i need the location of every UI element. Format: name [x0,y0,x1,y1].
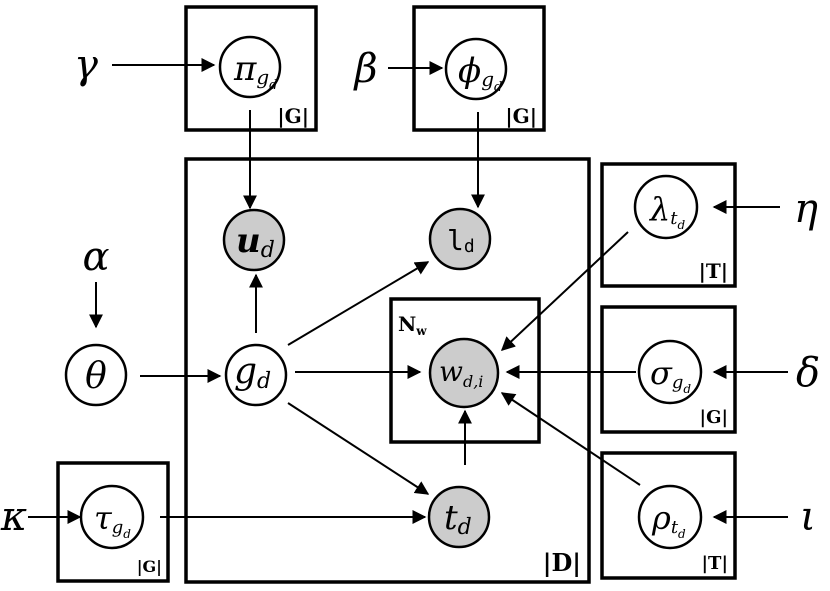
node-phi-subsub: d [494,80,502,95]
node-phi: ϕgd [444,37,508,101]
plate-sigma: |G| [600,305,737,434]
plate-pi-label: |G| [277,104,309,128]
hyper-beta: β [352,46,377,92]
node-sigma-main: σ [650,354,673,392]
hyper-gamma: γ [74,42,98,88]
node-theta: θ [64,343,128,407]
svg-text:πgd: πgd [233,49,278,93]
node-tau: τgd [79,484,145,550]
node-t-sub: d [458,515,472,540]
plate-rho: |T| [600,451,737,580]
node-t-main: t [444,498,458,538]
node-sigma-subsub: d [683,382,691,396]
plate-sigma-label: |G| [700,407,728,428]
plate-documents: |D| [184,157,591,584]
svg-text:ld: ld [447,224,475,257]
node-g-main: g [234,351,257,392]
hyper-alpha: α [82,234,109,280]
plate-lambda-label: |T| [699,259,728,283]
edge-rho-w [500,392,641,486]
node-l-sub: d [464,236,475,257]
node-tau-main: τ [94,499,113,537]
plate-rho-label: |T| [702,553,729,574]
hyper-iota: ι [800,494,816,540]
node-pi-sub: g [256,65,269,89]
node-lambda: λtd [633,174,699,240]
edges [28,58,788,524]
svg-text:ud: ud [236,221,275,263]
node-lambda-sub: t [670,208,678,229]
node-w-sub: d,i [463,372,483,391]
node-pi-subsub: d [269,78,277,93]
node-rho-sub: t [671,517,679,538]
node-g: gd [224,343,288,407]
hyper-delta: δ [796,350,820,396]
node-w-main: w [439,355,463,388]
hyper-kappa: κ [0,494,27,540]
node-rho-main: ρ [651,499,671,537]
node-phi-main: ϕ [458,51,481,91]
plate-lambda: |T| [600,162,737,288]
node-phi-sub: g [481,67,494,91]
node-rho-subsub: d [678,527,686,541]
svg-text:gd: gd [234,351,271,394]
node-sigma: σgd [637,339,703,405]
svg-text:σgd: σgd [650,354,691,396]
svg-text:Nw: Nw [398,312,427,338]
node-pi: πgd [218,35,282,99]
node-u: ud [222,208,286,272]
node-lambda-main: λ [648,190,670,228]
plate-documents-label: |D| [543,548,581,577]
node-w: wd,i [428,337,500,409]
edge-g-t [287,402,430,495]
node-tau-subsub: d [123,527,131,541]
node-tau-sub: g [112,517,124,538]
svg-text:λtd: λtd [648,190,686,232]
node-g-sub: d [257,369,271,394]
node-u-sub: d [261,238,275,263]
edge-lambda-w [500,231,629,351]
node-u-main: u [236,221,261,261]
svg-text:td: td [444,498,472,540]
node-sigma-sub: g [672,372,684,393]
node-pi-main: π [233,49,257,89]
plate-words-sub: w [415,324,427,338]
node-theta-main: θ [85,356,107,397]
svg-text:ρtd: ρtd [651,499,686,541]
plate-words-label: N [398,312,416,336]
node-lambda-subsub: d [678,218,686,232]
svg-text:wd,i: wd,i [439,355,483,391]
node-l-main: l [447,224,464,257]
edge-g-l [287,261,430,346]
plate-tau: |G| [56,461,170,583]
svg-text:ϕgd: ϕgd [458,51,502,95]
hyper-eta: η [794,186,818,232]
svg-text:τgd: τgd [94,499,131,541]
plate-phi-label: |G| [505,104,537,128]
node-rho: ρtd [637,484,703,550]
node-l: ld [428,207,492,271]
plate-tau-label: |G| [137,557,162,576]
node-t: td [427,485,491,549]
